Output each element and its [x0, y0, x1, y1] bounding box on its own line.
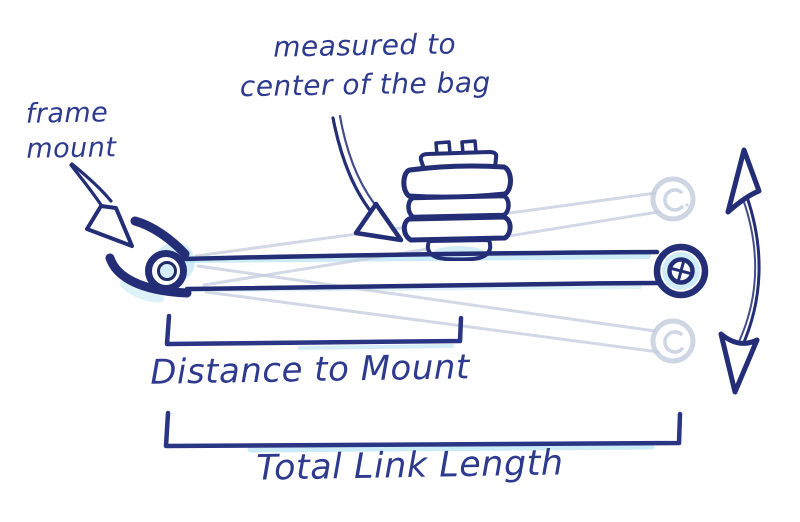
arrow-shaft — [70, 162, 113, 203]
arc-arrowhead-up — [725, 147, 762, 215]
ghost-position-lower — [196, 264, 661, 354]
ghost-pivot-upper — [650, 176, 696, 222]
arc-shaft — [739, 195, 761, 351]
total-bracket-line — [163, 410, 683, 449]
link-bar-top-line — [180, 249, 660, 262]
marker-highlights — [119, 242, 655, 453]
mount-eye-hole — [157, 261, 177, 281]
frame-mount-line-1: frame — [25, 97, 109, 130]
frame-mount-arrow-icon — [69, 162, 134, 248]
total-bracket-highlight — [247, 444, 655, 453]
travel-arc-arrow-icon — [718, 147, 762, 395]
axle-pivot — [653, 243, 709, 299]
clevis-lower-prong — [105, 253, 192, 298]
ghost-pivot-ring — [650, 176, 696, 222]
pivot-highlight — [662, 252, 700, 290]
frame-mount-line-2: mount — [26, 132, 117, 165]
bag-convolution-2 — [406, 193, 511, 220]
ghost-pivot-lower — [650, 318, 696, 364]
ghost-arm-line — [196, 264, 657, 333]
arrow-shaft — [331, 116, 378, 220]
arc-arrowhead-down — [718, 331, 760, 395]
air-bag — [401, 139, 513, 261]
ghost-pivot-dot — [685, 203, 689, 207]
bag-convolution-1 — [401, 163, 513, 200]
link-bar — [180, 249, 662, 292]
pivot-bolt-cross-icon — [669, 259, 693, 283]
frame-mount-label: frame mount — [25, 95, 116, 167]
total-link-length-label: Total Link Length — [256, 443, 564, 489]
measured-to-bag-label: measured to center of the bag — [199, 23, 530, 107]
ghost-pivot-inner — [663, 188, 684, 212]
link-bar-bottom-line — [184, 280, 662, 292]
distance-bracket — [164, 313, 464, 347]
measured-line-1: measured to — [272, 27, 457, 64]
measured-line-2: center of the bag — [239, 65, 492, 104]
total-bracket — [163, 410, 683, 449]
arrow-head — [353, 201, 404, 243]
ghost-arm-line — [204, 290, 661, 354]
bag-pointer-arrow-icon — [331, 114, 404, 243]
frame-mount-clevis — [105, 216, 192, 298]
ghost-pivot-ring — [650, 318, 696, 364]
ghost-pivot-inner — [663, 330, 684, 354]
arrow-head — [85, 204, 134, 248]
distance-bracket-highlight — [298, 344, 454, 350]
arc-shaft — [736, 198, 757, 347]
distance-to-mount-label: Distance to Mount — [149, 347, 471, 393]
cross-line — [669, 266, 693, 276]
clevis-upper-prong — [130, 216, 190, 259]
distance-bracket-line — [164, 313, 464, 347]
bag-convolution-3 — [401, 214, 513, 243]
